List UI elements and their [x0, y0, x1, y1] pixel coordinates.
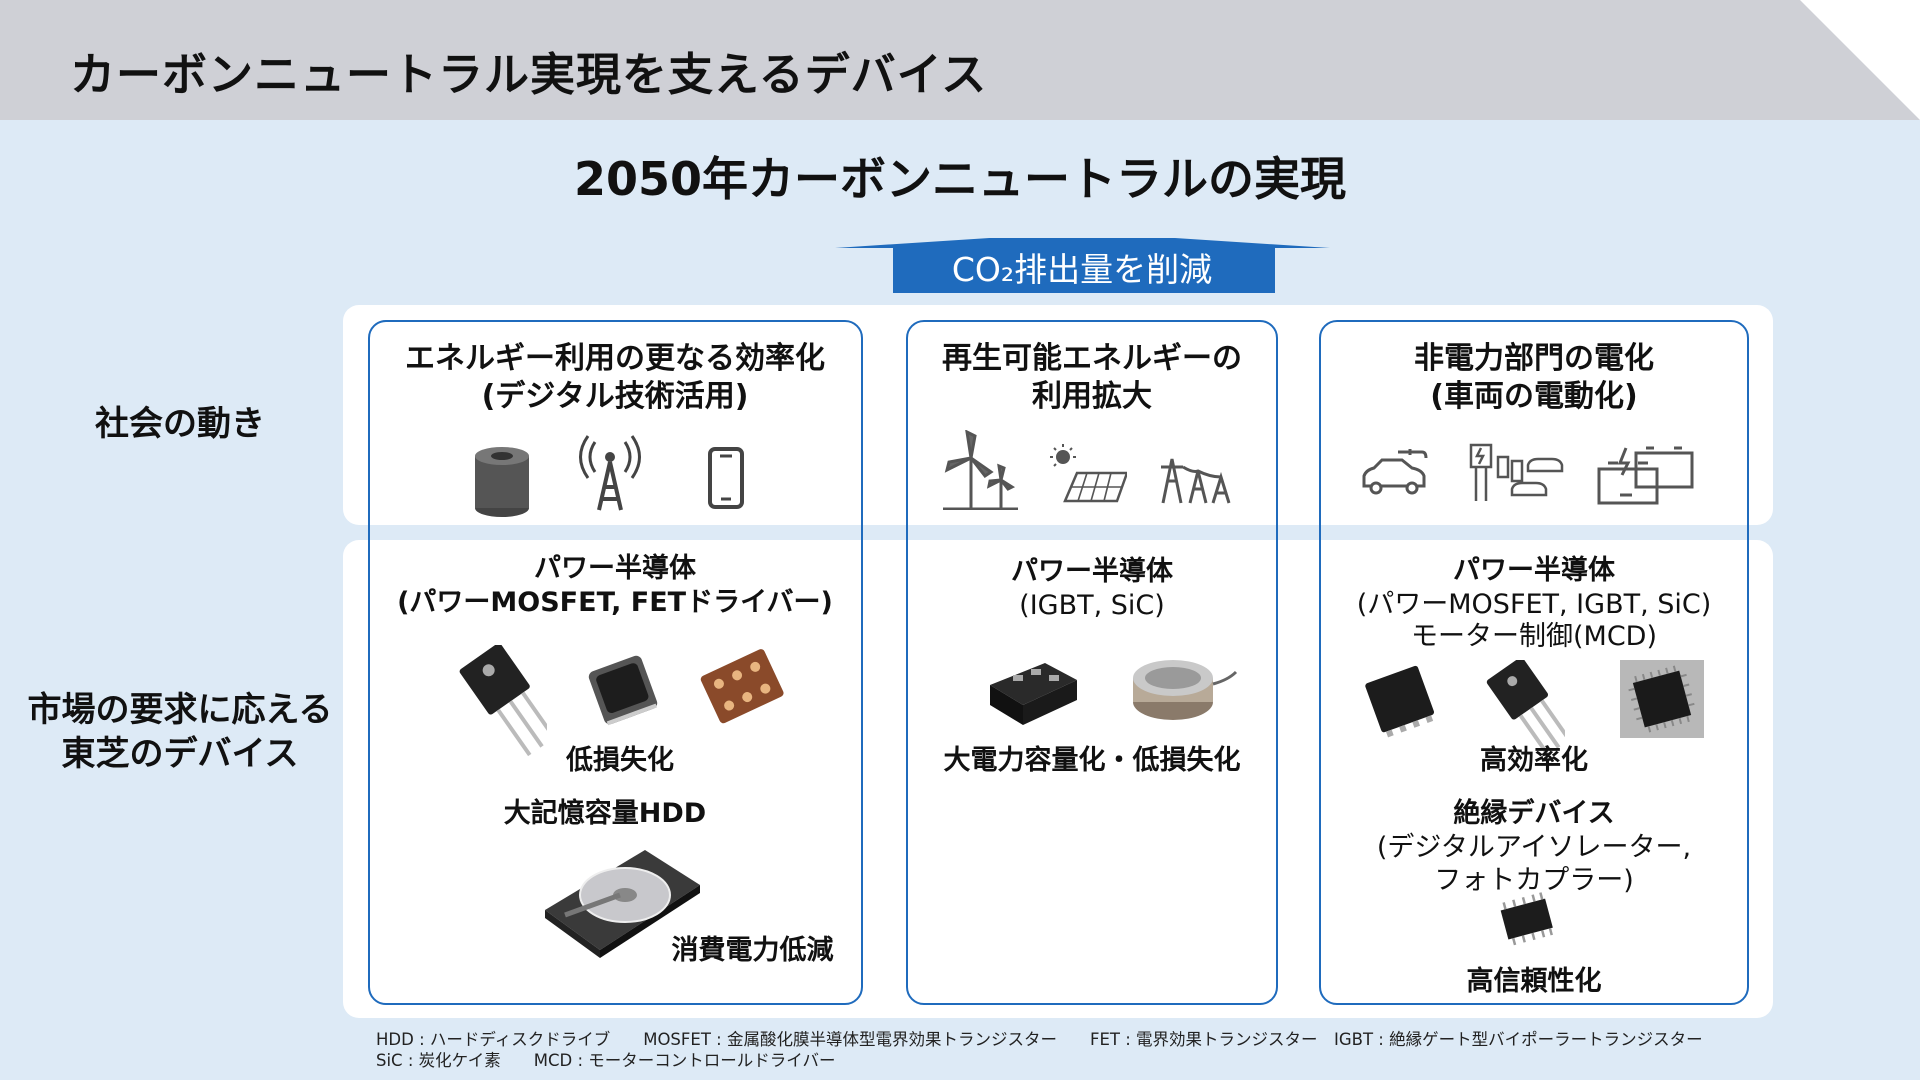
isolator-subtitle-2: フォトカプラー)	[1434, 865, 1634, 896]
isolator-title: 絶縁デバイス	[1453, 798, 1615, 829]
society-band	[343, 305, 1773, 525]
row-label-society: 社会の動き	[95, 404, 265, 444]
electric-car-icon	[1362, 449, 1428, 495]
device-benefit: 高効率化	[1480, 745, 1588, 776]
power-transmission-icon	[1161, 458, 1231, 504]
to247-transistor-icon	[459, 645, 547, 757]
device-benefit: 大電力容量化・低損失化	[943, 745, 1241, 776]
column-electrification	[1319, 320, 1749, 1005]
device-subtitle: (パワーMOSFET, FETドライバー)	[397, 587, 833, 618]
device-title: パワー半導体	[534, 553, 696, 584]
column-renewable	[906, 320, 1278, 1005]
hdd-title: 大記憶容量HDD	[503, 798, 707, 829]
smartphone-icon	[708, 447, 744, 509]
category-title-line2: 利用拡大	[1032, 379, 1152, 414]
goal-title: 2050年カーボンニュートラルの実現	[573, 152, 1347, 206]
battery-icon	[1597, 446, 1694, 505]
isolator-benefit: 高信頼性化	[1466, 966, 1602, 997]
category-title-line2: (車両の電動化)	[1430, 379, 1638, 414]
device-subtitle-2: モーター制御(MCD)	[1410, 621, 1657, 652]
hdd-icon	[545, 850, 700, 958]
wind-turbine-icon	[943, 430, 1018, 510]
category-title-line1: 再生可能エネルギーの	[942, 341, 1242, 376]
page-title: カーボンニュートラル実現を支えるデバイス	[70, 48, 988, 101]
igbt-module-icon	[990, 663, 1077, 725]
category-title-line2: (デジタル技術活用)	[481, 379, 749, 414]
press-pack-icon	[1133, 660, 1238, 720]
header-bar: カーボンニュートラル実現を支えるデバイス	[0, 0, 1920, 120]
device-subtitle: (パワーMOSFET, IGBT, SiC)	[1356, 589, 1712, 620]
isolator-subtitle: (デジタルアイソレーター,	[1376, 832, 1692, 863]
power-mosfet-smd-icon	[1365, 665, 1435, 738]
wlcsp-chip-icon	[700, 649, 784, 724]
solar-panel-icon	[1050, 444, 1127, 503]
radio-tower-icon	[579, 435, 641, 511]
device-subtitle: (IGBT, SiC)	[1019, 590, 1165, 621]
category-title-line1: 非電力部門の電化	[1414, 341, 1654, 376]
device-title: パワー半導体	[1453, 555, 1615, 586]
row-label-market-2: 東芝のデバイス	[61, 734, 299, 774]
hdd-benefit: 消費電力低減	[671, 935, 834, 966]
reduction-arrow-icon	[835, 238, 1330, 293]
device-benefit: 低損失化	[566, 745, 674, 776]
mcd-qfp-chip-icon	[1620, 660, 1704, 738]
category-title-line1: エネルギー利用の更なる効率化	[405, 341, 825, 376]
charging-station-icon	[1469, 443, 1564, 501]
igbt-transistor-icon	[1486, 660, 1565, 757]
footnote-line-2: SiC : 炭化ケイ素 MCD : モーターコントロールドライバー	[376, 1051, 836, 1070]
device-title: パワー半導体	[1011, 556, 1173, 587]
smd-package-icon	[588, 655, 658, 726]
data-storage-icon	[475, 447, 529, 517]
footnote-line-1: HDD : ハードディスクドライブ MOSFET : 金属酸化膜半導体型電界効果…	[376, 1030, 1703, 1049]
header-corner-cut	[1800, 0, 1920, 120]
isolator-soic-icon	[1500, 892, 1553, 946]
arrow-label: CO₂排出量を削減	[951, 250, 1213, 289]
column-efficiency	[368, 320, 863, 1005]
row-label-market-1: 市場の要求に応える	[27, 690, 333, 730]
